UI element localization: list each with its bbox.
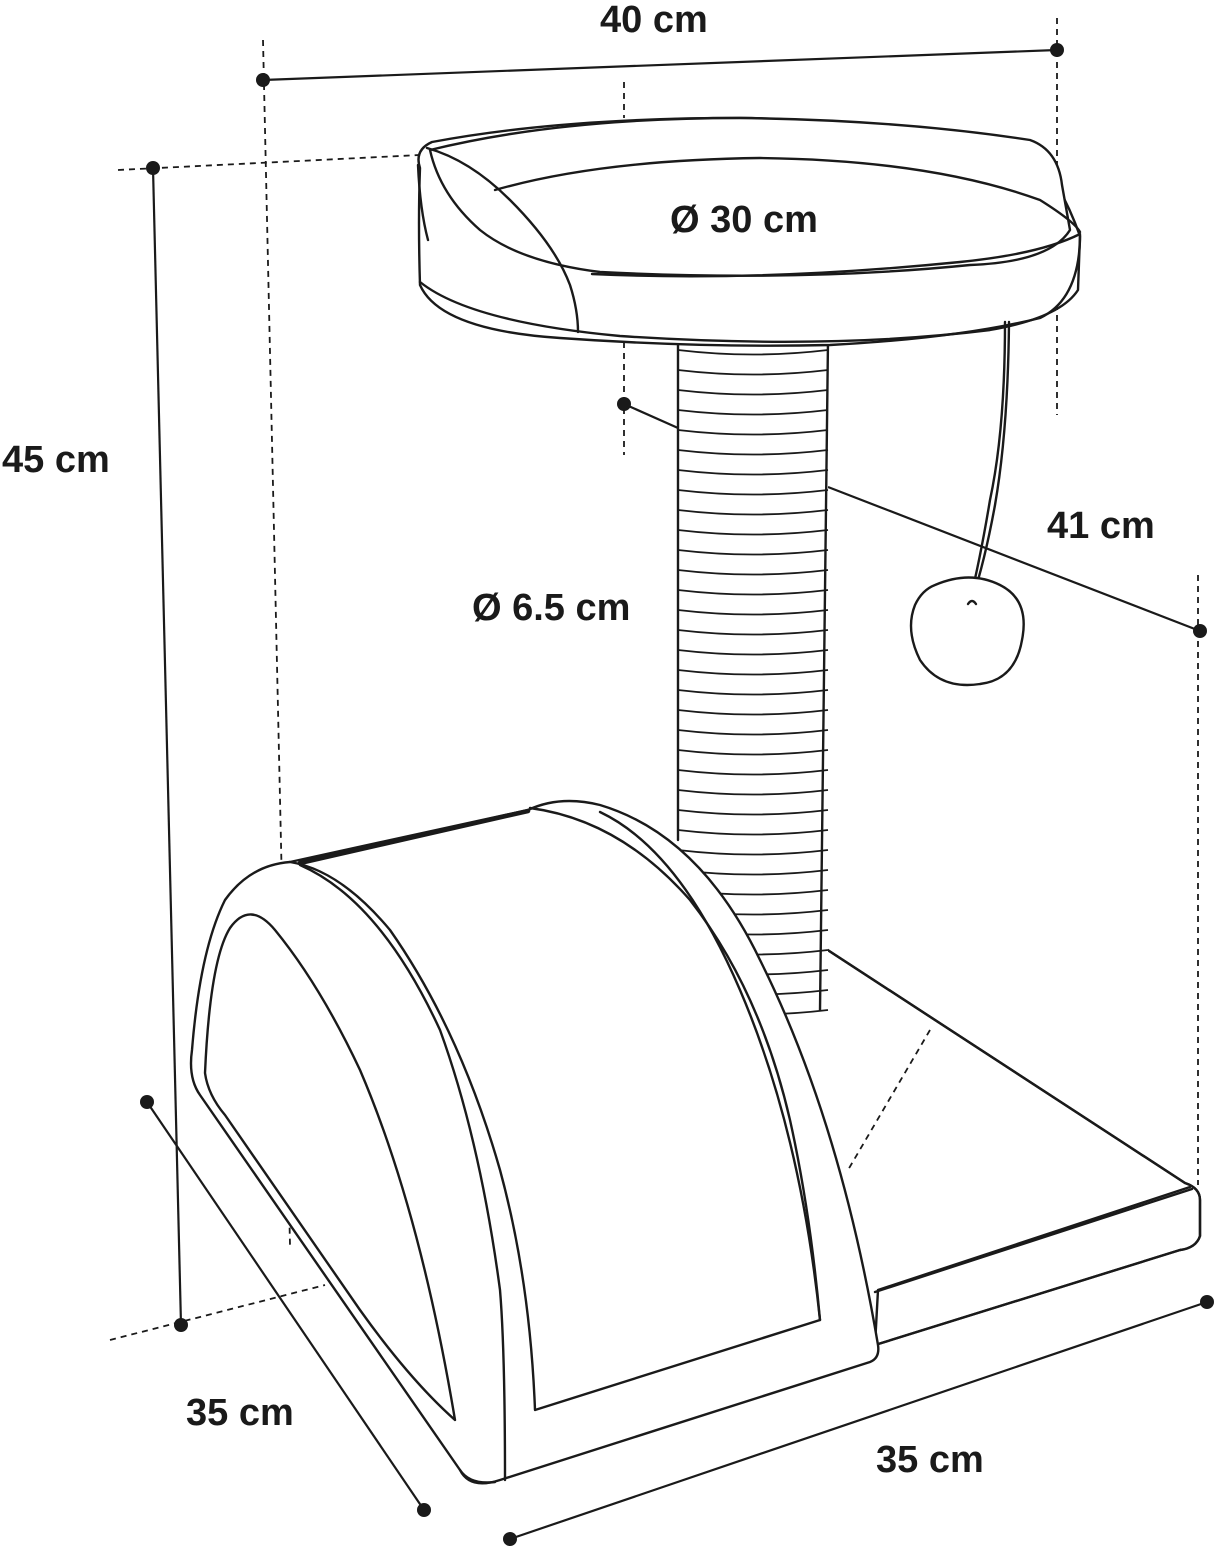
post-ring — [677, 789, 829, 796]
post-ring — [677, 589, 829, 596]
post-ring — [677, 509, 829, 516]
dim-line-width-top — [262, 48, 1058, 82]
top-platform — [416, 116, 1082, 347]
label-platform-diameter: Ø 30 cm — [670, 199, 818, 241]
post-ring — [677, 449, 829, 456]
post-ring — [677, 349, 829, 356]
label-height-total: 45 cm — [2, 439, 110, 481]
dim-line-post-leader — [623, 402, 679, 430]
post-ring — [677, 769, 829, 776]
dimension-lines — [140, 43, 1214, 1546]
post-ring — [677, 669, 829, 676]
label-width-top: 40 cm — [600, 0, 708, 41]
post-ring — [677, 369, 829, 376]
post-ring — [677, 429, 829, 436]
post-sisal-rings — [677, 349, 829, 1016]
post-ring — [677, 629, 829, 636]
post-ring — [677, 809, 829, 816]
label-depth-side: 41 cm — [1047, 505, 1155, 547]
post-ring — [677, 749, 829, 756]
post-ring — [677, 829, 829, 836]
post-ring — [677, 409, 829, 416]
post-ring — [677, 609, 829, 616]
post-ring — [677, 649, 829, 656]
dim-line-height — [151, 167, 183, 1326]
dim-line-depth-side — [827, 485, 1201, 633]
post-ring — [677, 489, 829, 496]
post-ring — [677, 469, 829, 476]
post-ring — [677, 549, 829, 556]
dim-line-base-front — [509, 1300, 1208, 1541]
label-base-front: 35 cm — [876, 1439, 984, 1481]
post-ring — [677, 729, 829, 736]
label-post-diameter: Ø 6.5 cm — [472, 587, 630, 629]
post-ring — [677, 709, 829, 716]
post-ring — [677, 529, 829, 536]
post-ring — [677, 689, 829, 696]
post-ring — [677, 849, 829, 856]
hanging-pompom-toy — [909, 320, 1025, 687]
post-ring — [677, 569, 829, 576]
dim-line-base-left — [146, 1101, 425, 1511]
post-ring — [677, 389, 829, 396]
label-base-left: 35 cm — [186, 1392, 294, 1434]
arch-tunnel — [189, 799, 880, 1485]
dimension-labels: 40 cm 45 cm Ø 30 cm Ø 6.5 cm 41 cm 35 cm… — [2, 0, 1155, 1481]
scratching-post — [676, 338, 830, 1020]
